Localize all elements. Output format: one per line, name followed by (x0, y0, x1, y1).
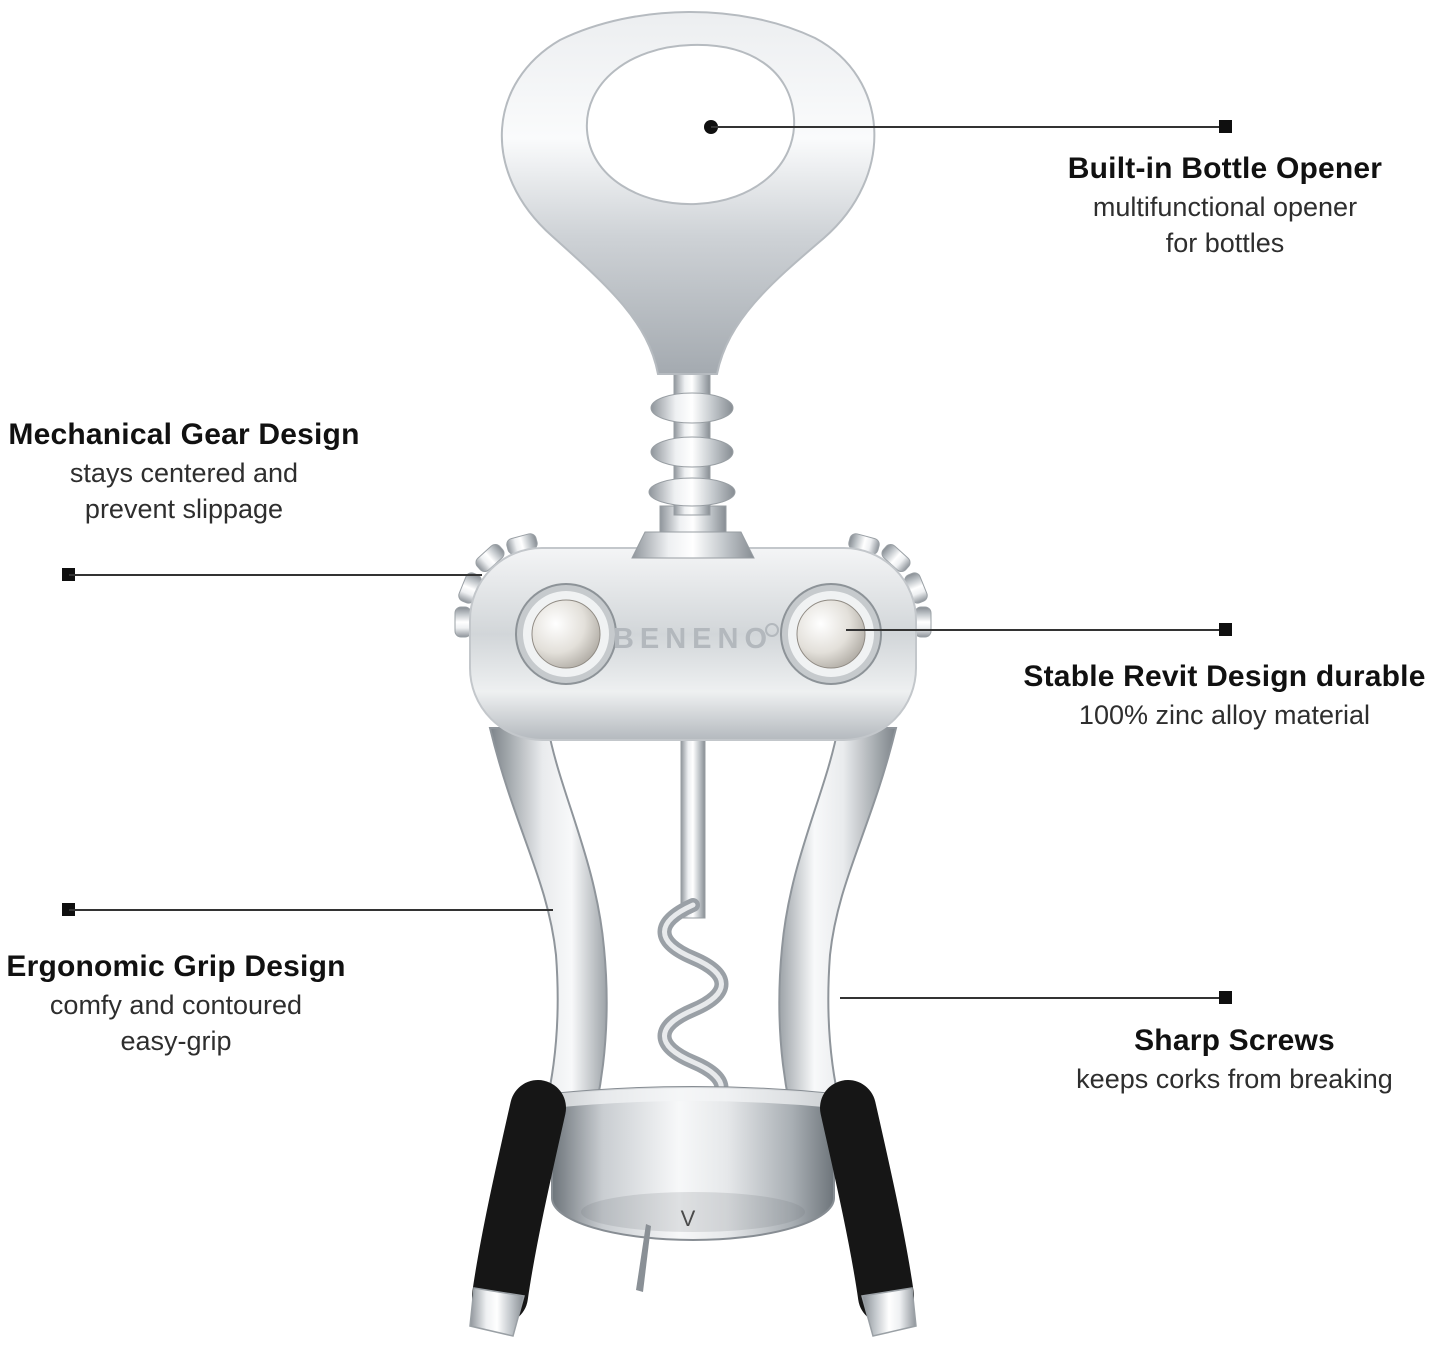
callout-desc-line: stays centered and (69, 458, 299, 488)
rivet-left (515, 583, 617, 685)
rivet-right (780, 583, 882, 685)
callout-desc: comfy and contoured easy-grip (0, 988, 352, 1060)
callout-line-gear (69, 574, 482, 576)
callout-desc-line: easy-grip (120, 1025, 232, 1056)
callout-line-rivet (846, 629, 1226, 631)
gear-body: BENENO (454, 533, 932, 741)
callout-marker-bottle-opener (1219, 120, 1232, 133)
callout-bottle-opener: Built-in Bottle Opener multifunctional o… (1020, 152, 1430, 262)
callout-screws: Sharp Screws keeps corks from breaking (1032, 1024, 1437, 1098)
worm-tip (636, 1224, 651, 1292)
callout-desc-line: prevent slippage (84, 493, 284, 524)
callout-grip: Ergonomic Grip Design comfy and contoure… (0, 950, 352, 1060)
shaft-collar (631, 505, 755, 559)
callout-marker-screws (1219, 991, 1232, 1004)
callout-desc-line: for bottles (1165, 227, 1285, 258)
callout-desc-line: 100% zinc alloy material (1078, 700, 1371, 730)
ridged-shaft (648, 349, 736, 516)
callout-desc-line: keeps corks from breaking (1076, 1064, 1393, 1094)
callout-title: Sharp Screws (1134, 1024, 1335, 1057)
callout-desc-line: multifunctional opener (1092, 192, 1358, 222)
callout-rivet: Stable Revit Design durable 100% zinc al… (1012, 660, 1437, 734)
callout-line-bottle-opener (711, 126, 1226, 128)
grip-right (820, 1080, 917, 1337)
grip-left (469, 1080, 566, 1337)
callout-desc: keeps corks from breaking (1032, 1062, 1437, 1098)
callout-marker-gear (62, 568, 75, 581)
callout-title: Stable Revit Design durable (1023, 660, 1426, 693)
brand-logo: BENENO (613, 623, 773, 655)
callout-line-screws (840, 997, 1226, 999)
callout-marker-rivet (1219, 623, 1232, 636)
callout-desc: multifunctional opener for bottles (1020, 190, 1430, 262)
brand-registered-mark-icon (765, 623, 779, 637)
bottle-opener-head (500, 11, 876, 375)
callout-title: Built-in Bottle Opener (1067, 152, 1383, 185)
callout-title: Ergonomic Grip Design (6, 950, 346, 983)
bell-cage: V (551, 1086, 835, 1241)
callout-desc-line: comfy and contoured (49, 990, 303, 1020)
bell-mark: V (681, 1206, 696, 1231)
callout-line-grip (69, 909, 553, 911)
callout-title: Mechanical Gear Design (8, 418, 360, 451)
callout-desc: stays centered and prevent slippage (0, 456, 368, 528)
callout-desc: 100% zinc alloy material (1012, 698, 1437, 734)
callout-gear: Mechanical Gear Design stays centered an… (0, 418, 368, 528)
callout-marker-grip (62, 903, 75, 916)
